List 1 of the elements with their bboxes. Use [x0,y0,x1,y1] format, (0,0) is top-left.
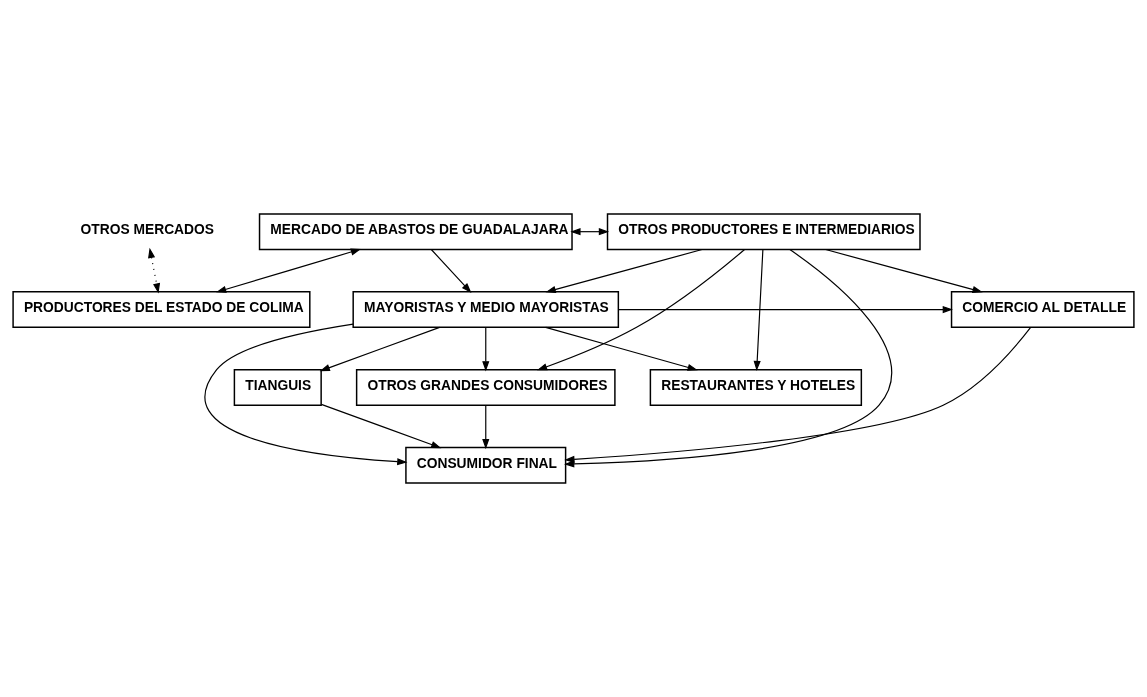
node-text: OTROS MERCADOS [80,222,214,238]
